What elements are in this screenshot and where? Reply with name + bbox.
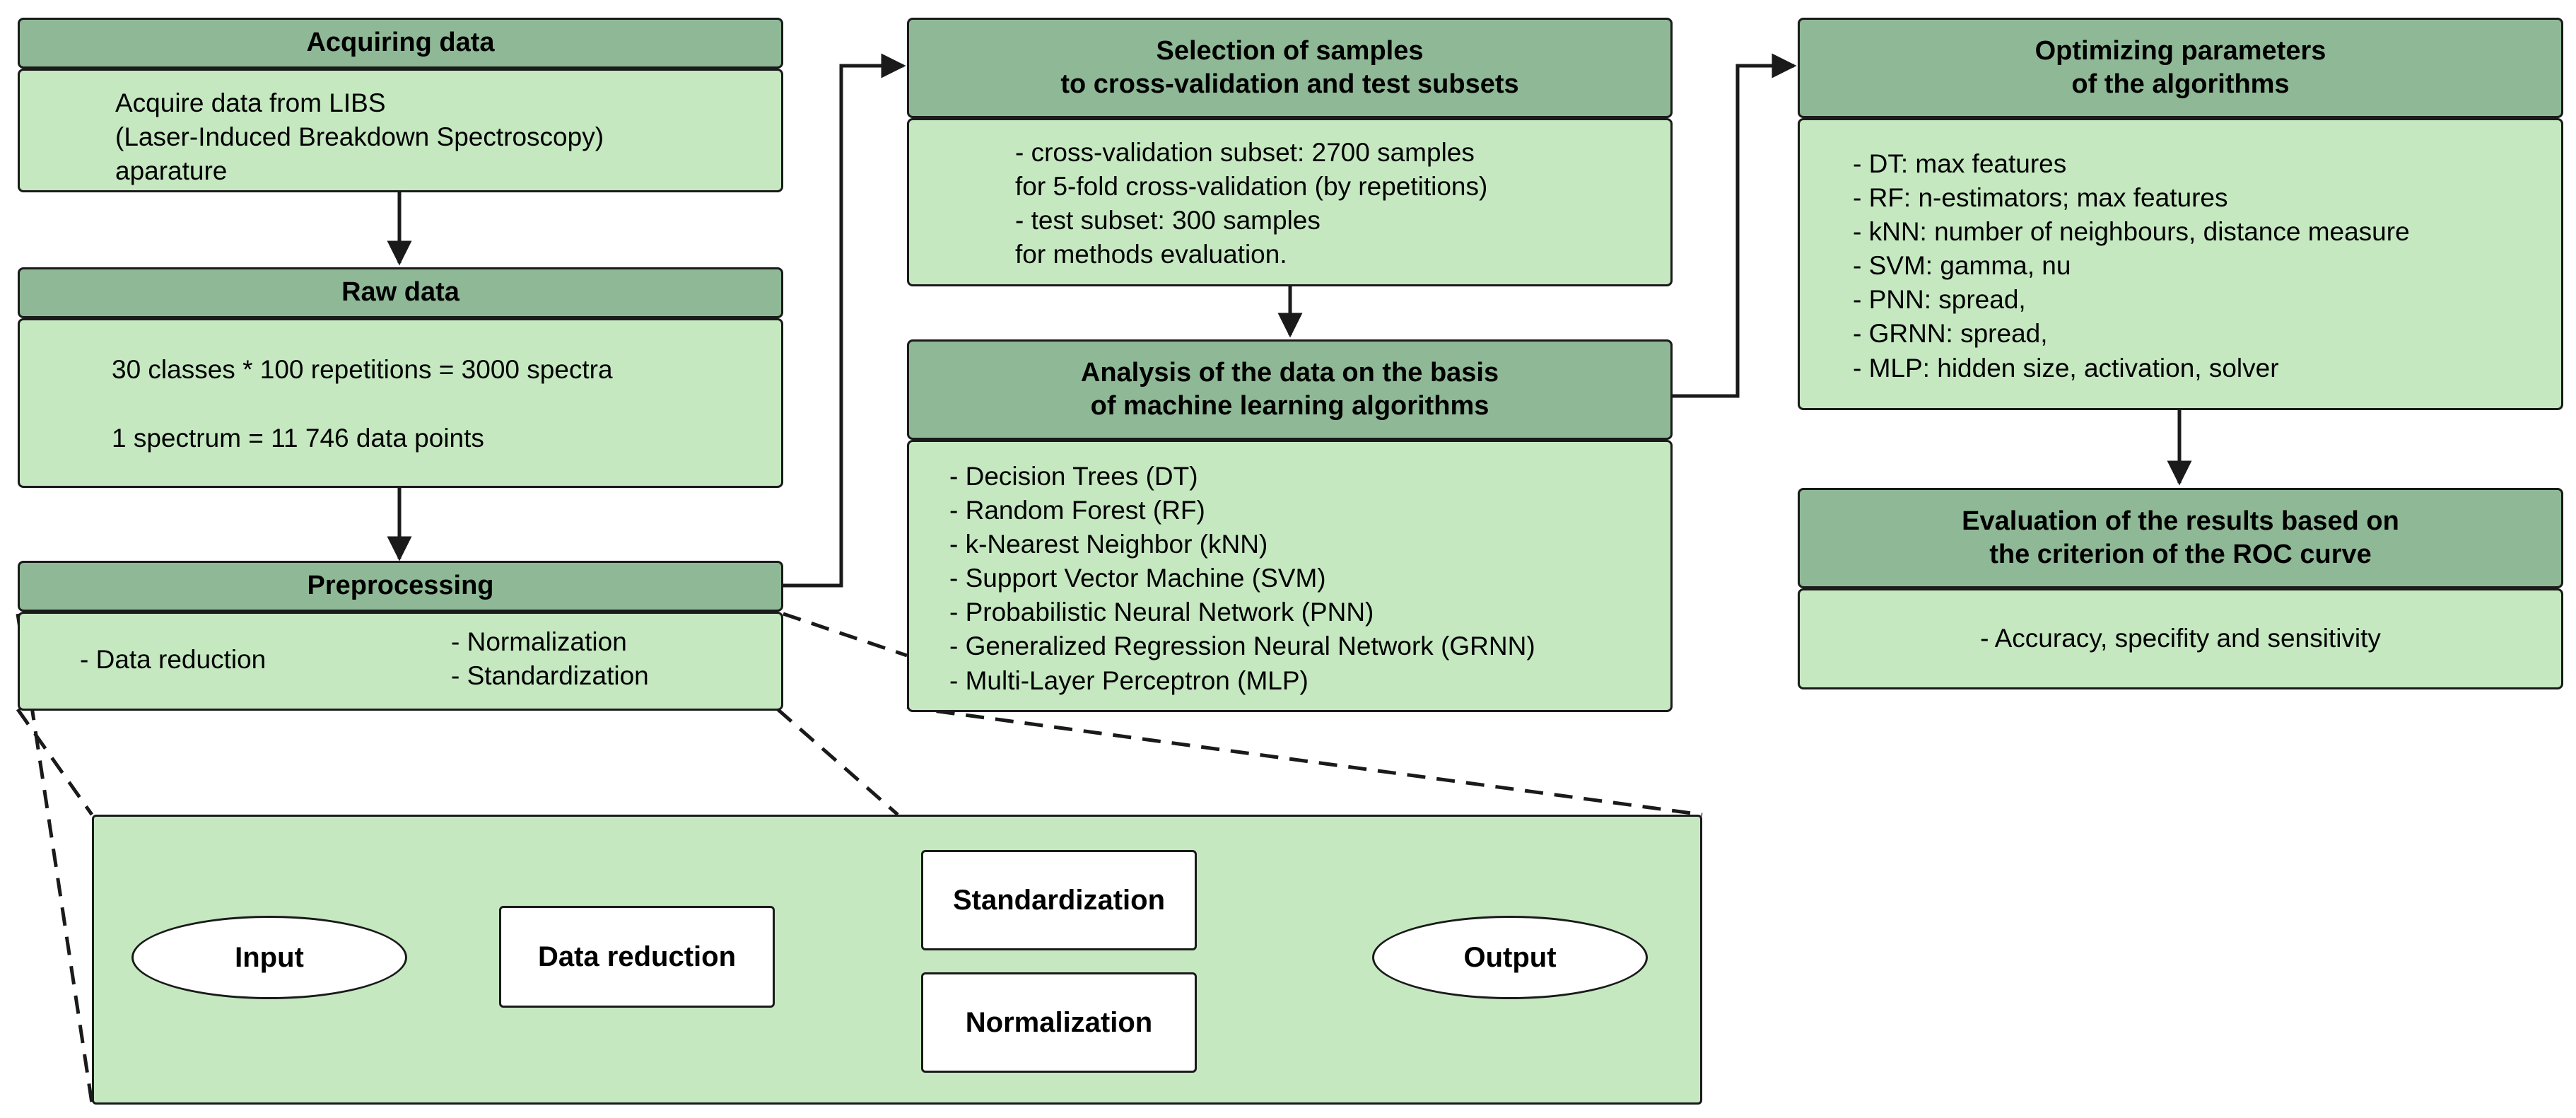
analysis-line: - Multi-Layer Perceptron (MLP) bbox=[949, 665, 1309, 695]
acquiring-title: Acquiring data bbox=[306, 28, 495, 58]
preprocessing-right: - Standardization bbox=[451, 661, 649, 690]
preprocessing-header: Preprocessing bbox=[18, 561, 783, 612]
normalization-node: Normalization bbox=[921, 972, 1197, 1073]
zoom-line-right-bottom bbox=[776, 708, 899, 816]
input-node: Input bbox=[131, 916, 407, 999]
zoom-line-left-inner bbox=[16, 708, 94, 816]
analysis-line: - k-Nearest Neighbor (kNN) bbox=[949, 530, 1268, 559]
standardization-node: Standardization bbox=[921, 850, 1197, 950]
optimizing-line: - SVM: gamma, nu bbox=[1853, 251, 2071, 281]
selection-line: - cross-validation subset: 2700 samples bbox=[1015, 138, 1475, 167]
analysis-line: - Generalized Regression Neural Network … bbox=[949, 631, 1535, 661]
output-label: Output bbox=[1463, 941, 1557, 973]
optimizing-line: - kNN: number of neighbours, distance me… bbox=[1853, 217, 2410, 247]
optimizing-header: Optimizing parameters of the algorithms bbox=[1798, 18, 2563, 118]
analysis-header: Analysis of the data on the basis of mac… bbox=[907, 339, 1673, 440]
selection-line: for 5-fold cross-validation (by repetiti… bbox=[1015, 172, 1488, 202]
raw-header: Raw data bbox=[18, 267, 783, 318]
preprocessing-body: - Data reduction - Normalization - Stand… bbox=[18, 612, 783, 711]
acquiring-line: Acquire data from LIBS bbox=[115, 88, 386, 117]
selection-title: Selection of samples bbox=[1156, 35, 1424, 66]
analysis-body: - Decision Trees (DT) - Random Forest (R… bbox=[907, 440, 1673, 712]
arrow-analysis-to-optimizing bbox=[1672, 53, 1797, 398]
selection-line: for methods evaluation. bbox=[1015, 240, 1287, 269]
analysis-line: - Support Vector Machine (SVM) bbox=[949, 564, 1326, 593]
optimizing-body: - DT: max features - RF: n-estimators; m… bbox=[1798, 118, 2563, 410]
evaluation-title: the criterion of the ROC curve bbox=[1989, 540, 2372, 569]
acquiring-line: (Laser-Induced Breakdown Spectroscopy) bbox=[115, 122, 604, 152]
selection-title: to cross-validation and test subsets bbox=[1060, 69, 1519, 99]
input-label: Input bbox=[235, 941, 304, 973]
raw-body: 30 classes * 100 repetitions = 3000 spec… bbox=[18, 318, 783, 488]
optimizing-title: Optimizing parameters bbox=[2035, 35, 2326, 66]
acquiring-body: Acquire data from LIBS (Laser-Induced Br… bbox=[18, 69, 783, 192]
evaluation-line: - Accuracy, specifity and sensitivity bbox=[1980, 624, 2381, 653]
optimizing-title: of the algorithms bbox=[2071, 69, 2290, 99]
optimizing-line: - DT: max features bbox=[1853, 149, 2067, 178]
optimizing-line: - PNN: spread, bbox=[1853, 285, 2026, 315]
selection-body: - cross-validation subset: 2700 samples … bbox=[907, 118, 1673, 286]
zoom-line-right-top bbox=[783, 612, 908, 658]
evaluation-header: Evaluation of the results based on the c… bbox=[1798, 488, 2563, 588]
selection-header: Selection of samples to cross-validation… bbox=[907, 18, 1673, 118]
preprocessing-right: - Normalization bbox=[451, 627, 627, 656]
normalization-label: Normalization bbox=[965, 1006, 1153, 1038]
evaluation-title: Evaluation of the results based on bbox=[1962, 506, 2399, 536]
evaluation-body: - Accuracy, specifity and sensitivity bbox=[1798, 588, 2563, 689]
raw-title: Raw data bbox=[341, 277, 459, 308]
optimizing-line: - MLP: hidden size, activation, solver bbox=[1853, 353, 2279, 383]
data-reduction-label: Data reduction bbox=[537, 941, 737, 972]
data-reduction-node: Data reduction bbox=[499, 906, 775, 1008]
selection-line: - test subset: 300 samples bbox=[1015, 206, 1321, 235]
standardization-label: Standardization bbox=[952, 884, 1166, 916]
raw-line: 1 spectrum = 11 746 data points bbox=[112, 424, 484, 453]
optimizing-line: - RF: n-estimators; max features bbox=[1853, 183, 2228, 213]
output-node: Output bbox=[1372, 916, 1648, 999]
preprocessing-title: Preprocessing bbox=[307, 571, 494, 601]
zoom-line-left-outer bbox=[16, 613, 94, 1104]
analysis-line: - Random Forest (RF) bbox=[949, 496, 1205, 525]
zoom-line-far-right bbox=[906, 705, 1703, 817]
analysis-line: - Probabilistic Neural Network (PNN) bbox=[949, 598, 1374, 627]
preprocessing-left: - Data reduction bbox=[80, 645, 267, 674]
raw-line: 30 classes * 100 repetitions = 3000 spec… bbox=[112, 355, 613, 384]
analysis-title: of machine learning algorithms bbox=[1090, 391, 1489, 421]
optimizing-line: - GRNN: spread, bbox=[1853, 319, 2048, 349]
analysis-line: - Decision Trees (DT) bbox=[949, 462, 1198, 491]
analysis-title: Analysis of the data on the basis bbox=[1080, 357, 1499, 388]
arrow-preprocessing-to-selection bbox=[783, 53, 906, 588]
acquiring-header: Acquiring data bbox=[18, 18, 783, 69]
acquiring-line: aparature bbox=[115, 156, 228, 186]
